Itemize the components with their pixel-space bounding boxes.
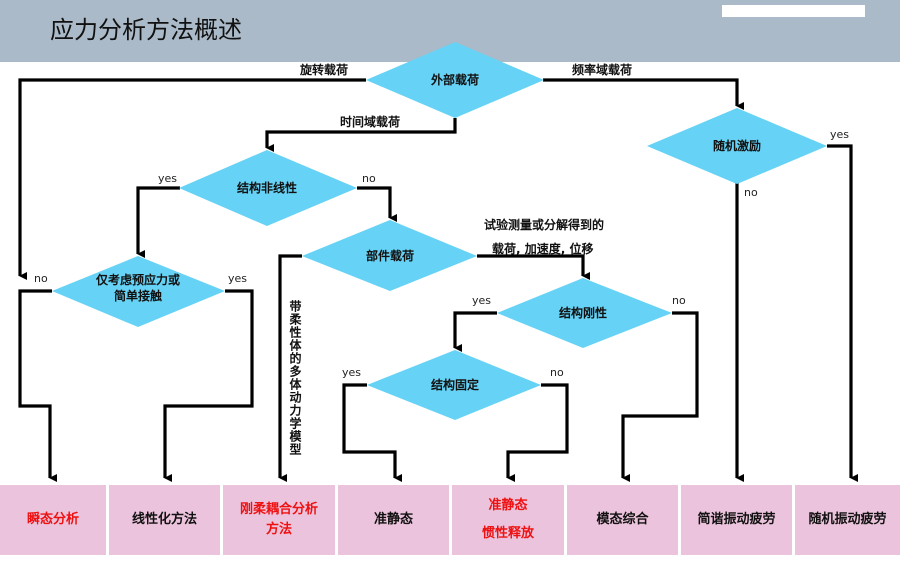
method-rigid-flexible-coupling: 刚柔耦合分析方法 xyxy=(223,485,335,555)
decision-component-load xyxy=(302,220,477,291)
decision-structural-nonlinearity xyxy=(179,150,357,226)
method-boxes: 瞬态分析 线性化方法 刚柔耦合分析方法 准静态 准静态惯性释放 模态综合 简谐振… xyxy=(0,485,900,555)
edge-label-flexible-multibody: 带柔性体的多体动力学模型 xyxy=(288,300,302,456)
method-label: 准静态 xyxy=(488,498,528,513)
decision-prestress-label-2: 简单接触 xyxy=(114,288,162,303)
label-yes: yes xyxy=(342,366,361,379)
edge-label-frequency-load: 频率域载荷 xyxy=(572,62,632,77)
label-no: no xyxy=(672,294,686,307)
decision-external-load-label: 外部载荷 xyxy=(431,72,479,87)
decision-random-excitation xyxy=(647,108,827,184)
label-yes: yes xyxy=(472,294,491,307)
edge-label-measured-1: 试验测量或分解得到的 xyxy=(484,217,604,232)
method-quasi-static-inertia-relief: 准静态惯性释放 xyxy=(452,485,564,555)
edge-label-measured-2: 载荷, 加速度, 位移 xyxy=(492,241,593,256)
edge-label-rotating-load: 旋转载荷 xyxy=(299,62,348,77)
decision-structural-stiffness xyxy=(497,278,672,348)
method-label: 模态综合 xyxy=(596,512,649,527)
header-placeholder xyxy=(722,5,865,17)
decision-prestress xyxy=(52,256,225,327)
label-no: no xyxy=(362,172,376,185)
method-label: 准静态 xyxy=(373,512,413,527)
decision-structural-fixed xyxy=(367,350,541,420)
method-label: 线性化方法 xyxy=(131,512,197,527)
decision-structural-fixed-label: 结构固定 xyxy=(431,377,479,392)
label-no: no xyxy=(744,186,758,199)
decision-structural-nonlinearity-label: 结构非线性 xyxy=(237,180,297,195)
label-no: no xyxy=(34,272,48,285)
method-quasi-static: 准静态 xyxy=(338,485,449,555)
method-label: 刚柔耦合分析 xyxy=(239,502,318,517)
label-yes: yes xyxy=(830,128,849,141)
edge-label-time-load: 时间域载荷 xyxy=(340,114,400,129)
method-modal-synthesis: 模态综合 xyxy=(567,485,678,555)
method-label: 随机振动疲劳 xyxy=(808,512,887,527)
label-no: no xyxy=(550,366,564,379)
decision-prestress-label-1: 仅考虑预应力或 xyxy=(95,272,180,287)
method-transient-analysis: 瞬态分析 xyxy=(0,485,106,555)
method-linearization: 线性化方法 xyxy=(109,485,220,555)
page-title: 应力分析方法概述 xyxy=(50,16,242,44)
label-yes: yes xyxy=(158,172,177,185)
connectors xyxy=(18,78,858,482)
decision-structural-stiffness-label: 结构刚性 xyxy=(559,305,607,320)
label-yes: yes xyxy=(228,272,247,285)
decision-external-load xyxy=(366,42,544,118)
method-label-2: 方法 xyxy=(265,522,292,537)
decision-component-load-label: 部件载荷 xyxy=(366,248,414,263)
method-label-2: 惯性释放 xyxy=(481,526,534,541)
method-label: 简谐振动疲劳 xyxy=(697,512,776,527)
method-harmonic-vibration-fatigue: 简谐振动疲劳 xyxy=(681,485,792,555)
decision-random-excitation-label: 随机激励 xyxy=(713,138,761,153)
method-random-vibration-fatigue: 随机振动疲劳 xyxy=(795,485,900,555)
method-label: 瞬态分析 xyxy=(26,512,79,527)
